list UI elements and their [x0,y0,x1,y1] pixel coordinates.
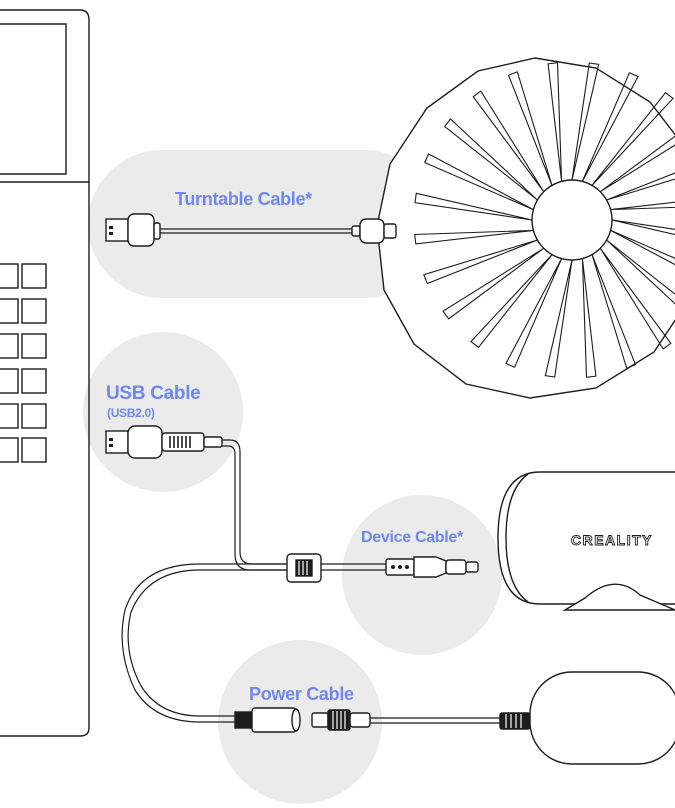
usb-cable [105,425,287,571]
turntable-spoke [610,201,675,211]
turntable-spoke [414,229,534,245]
turntable-spoke [610,229,675,266]
laptop-keyboard [0,263,47,463]
turntable-spoke [507,71,553,186]
turntable-usb-a-housing [127,213,155,247]
turntable-usb-c-housing [359,218,385,244]
usb-cable-spec-label: (USB2.0) [107,406,155,420]
turntable-spoke [599,247,672,350]
turntable-usb-a-plug [105,218,129,242]
turntable-spoke [470,254,553,349]
scanner-face-ring [505,473,529,603]
turntable-spoke [472,90,545,193]
turntable-spoke [581,258,597,378]
usb-strain-relief [161,432,205,452]
usb-cable-label: USB Cable [106,383,201,404]
turntable-spoke [591,91,674,186]
turntable-cable [105,213,397,247]
adapter-strain-relief [499,712,531,730]
turntable-spoke [423,239,538,285]
scanner-body [497,471,675,605]
turntable-outline [376,57,675,399]
turntable-spoke [442,247,545,320]
turntable-spoke [599,135,675,193]
usb-cable-wire [222,439,287,565]
turntable-blob [88,150,438,298]
laptop [0,9,90,737]
turntable-spoke [505,258,563,368]
turntable-spoke [606,172,675,201]
y-splitter [286,553,322,583]
turntable-spoke [414,192,533,221]
dc-jack-strain-relief [234,711,252,729]
dc-female-jack [251,707,297,733]
device-cable-plug [413,556,447,578]
usb-a-housing [127,425,163,459]
creality-logo: CREALITY [571,532,653,549]
power-cable-label: Power Cable [249,684,354,704]
scanner-stand [562,583,675,611]
laptop-body-outline [0,9,90,737]
turntable-spoke [571,62,600,181]
power-cable-wire [121,563,287,723]
laptop-screen [0,23,67,175]
turntable-spoke [606,239,675,305]
power-adapter [529,671,675,765]
turntable-spoke [443,118,538,201]
turntable-spoke [581,72,639,182]
turntable-spokes [414,62,675,378]
turntable-hub [531,179,613,261]
scanner-device [497,471,675,611]
turntable-spoke [424,153,534,211]
turntable-usb-c-plug [383,223,397,239]
turntable [376,57,675,399]
power-cable [121,563,675,765]
dc-male-plug [311,712,329,728]
turntable-spoke [544,259,573,378]
usb-a-plug [105,430,129,454]
turntable-spoke [547,62,563,182]
turntable-cable-label: Turntable Cable* [175,189,312,209]
dc-male-grip [327,709,351,731]
device-cable [321,556,479,578]
turntable-spoke [591,254,637,369]
device-cable-label: Device Cable* [361,529,463,546]
turntable-spoke [611,219,675,236]
